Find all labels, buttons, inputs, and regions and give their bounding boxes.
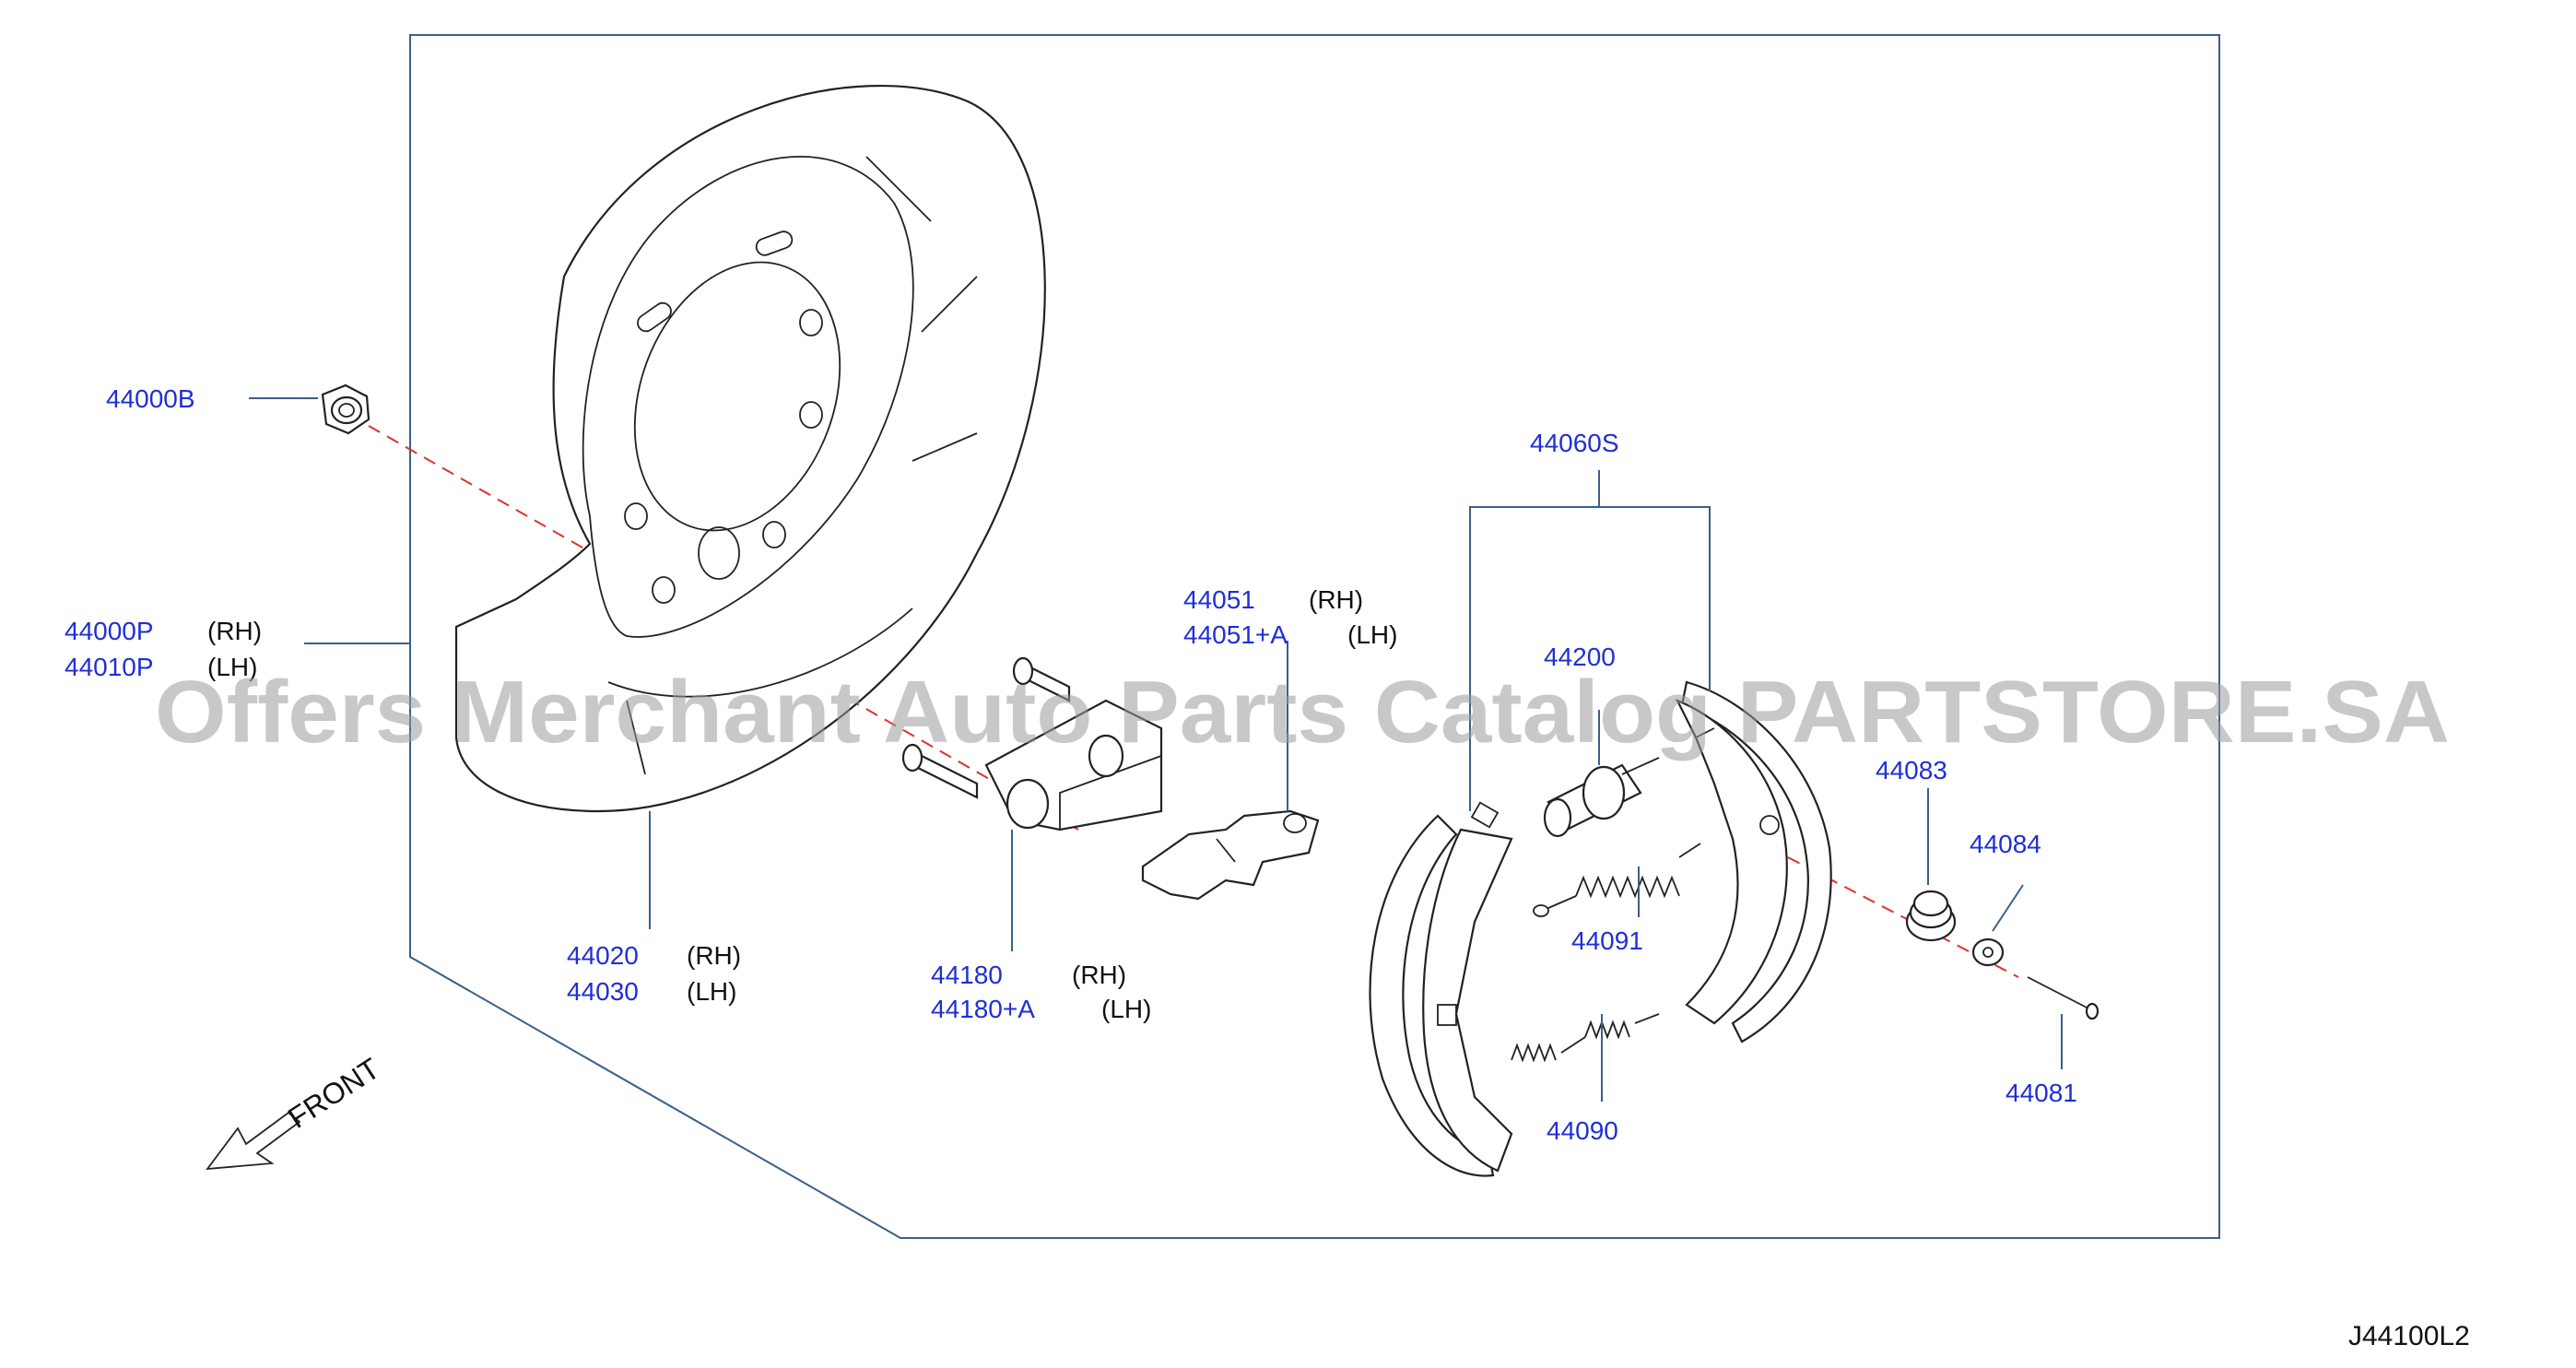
front-arrow-icon: [206, 1111, 301, 1171]
leader-44060s: [1469, 470, 1711, 811]
pin-44081[interactable]: [2027, 976, 2100, 1020]
callout-44051a-side: (LH): [1347, 620, 1397, 649]
callout-44180-side: (RH): [1072, 961, 1126, 989]
callout-44060s[interactable]: 44060S: [1530, 429, 1619, 457]
callout-44180a-side: (LH): [1101, 995, 1151, 1023]
watermark: Offers Merchant Auto Parts Catalog PARTS…: [155, 663, 2450, 761]
lever-assembly-44180[interactable]: [901, 656, 1163, 831]
brake-shoe-right[interactable]: [1675, 680, 1832, 1044]
callout-44051a[interactable]: 44051+A: [1183, 620, 1288, 649]
callout-44010p[interactable]: 44010P: [65, 653, 154, 681]
callout-44180a[interactable]: 44180+A: [931, 995, 1035, 1023]
washer-44084[interactable]: [1971, 938, 2005, 967]
adjuster-44200[interactable]: [1543, 757, 1660, 838]
leader-44084: [1992, 884, 2024, 932]
callout-44000b[interactable]: 44000B: [106, 384, 195, 413]
callout-44051-side: (RH): [1309, 585, 1363, 614]
callout-44084[interactable]: 44084: [1970, 830, 2041, 858]
callout-44000p[interactable]: 44000P: [65, 617, 154, 645]
callout-44010p-side: (LH): [207, 653, 257, 681]
backing-plate-44020[interactable]: [454, 85, 1046, 813]
spring-44091[interactable]: [1533, 843, 1701, 917]
diagram-id: J44100L2: [2348, 1321, 2470, 1351]
adjuster-lever-44051[interactable]: [1141, 809, 1320, 901]
callout-44090[interactable]: 44090: [1547, 1116, 1618, 1145]
hold-down-spring-44083[interactable]: [1905, 890, 1957, 942]
callout-44091[interactable]: 44091: [1571, 926, 1643, 955]
callout-44000p-side: (RH): [207, 617, 262, 645]
nut-44000b[interactable]: [321, 383, 371, 435]
callout-44030[interactable]: 44030: [567, 977, 639, 1006]
callout-44020-side: (RH): [687, 941, 741, 970]
callout-44180[interactable]: 44180: [931, 961, 1003, 989]
callout-44051[interactable]: 44051: [1183, 585, 1255, 614]
spring-44090[interactable]: [1511, 1013, 1660, 1063]
callout-44081[interactable]: 44081: [2006, 1079, 2077, 1107]
assembly-frame: [409, 34, 2220, 1239]
callout-44083[interactable]: 44083: [1876, 756, 1947, 784]
callout-44200[interactable]: 44200: [1544, 643, 1616, 671]
front-label: FRONT: [282, 1052, 385, 1135]
brake-shoe-left[interactable]: [1369, 801, 1513, 1177]
callout-44020[interactable]: 44020: [567, 941, 639, 970]
callout-44030-side: (LH): [687, 977, 736, 1006]
